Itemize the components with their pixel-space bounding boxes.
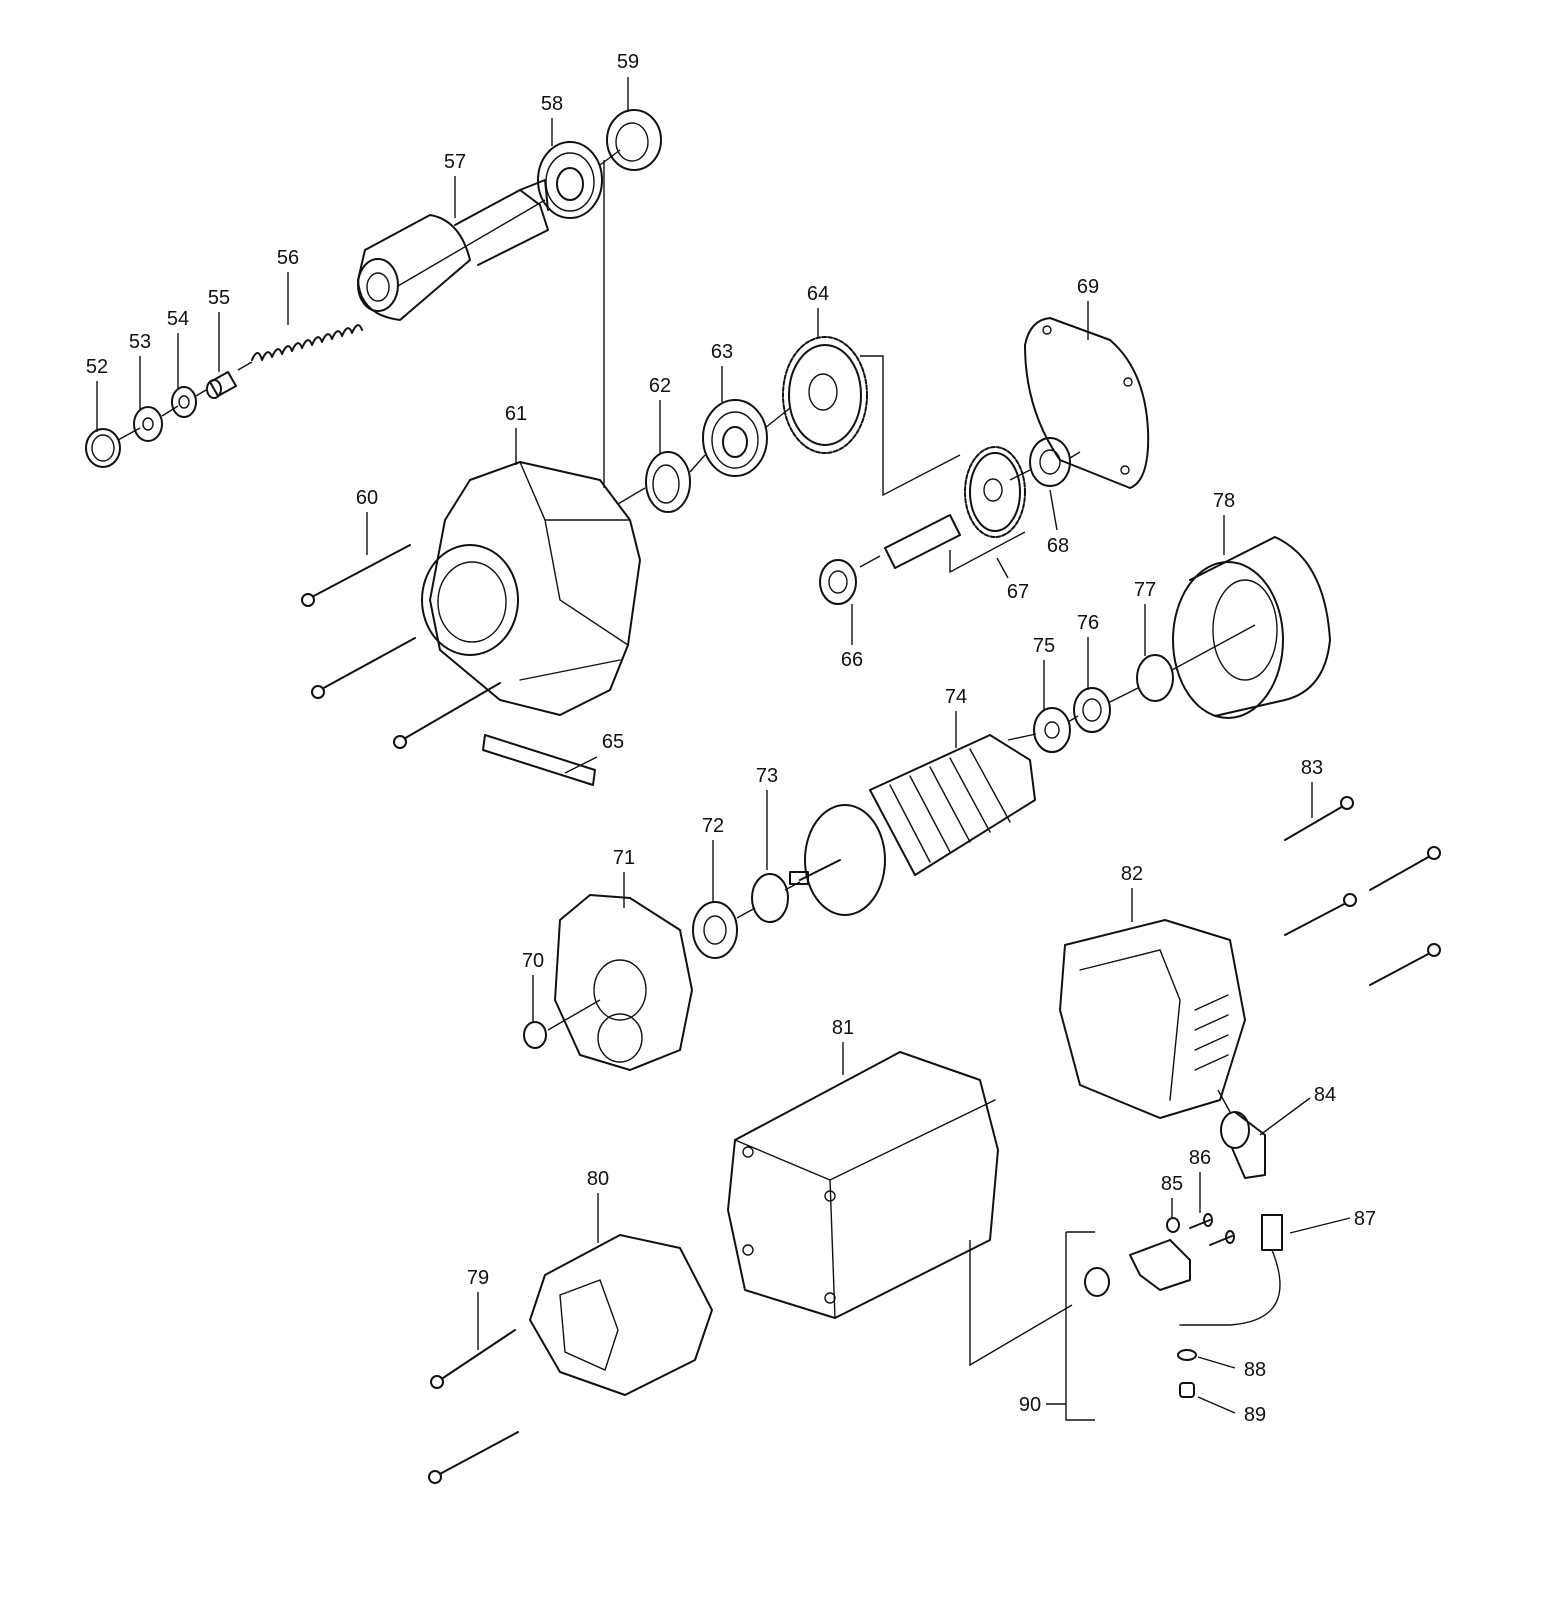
part-90-brush-holder <box>1084 1239 1191 1297</box>
label-69: 69 <box>1077 276 1099 298</box>
label-86: 86 <box>1189 1147 1211 1169</box>
part-87-connector <box>1179 1214 1283 1326</box>
label-88: 88 <box>1244 1359 1266 1381</box>
label-54: 54 <box>167 308 189 330</box>
label-61: 61 <box>505 403 527 425</box>
label-79: 79 <box>467 1267 489 1289</box>
part-53-washer <box>133 406 163 442</box>
label-67: 67 <box>1007 581 1029 603</box>
part-58-bearing <box>537 141 603 219</box>
label-81: 81 <box>832 1017 854 1039</box>
part-84-cable-gland <box>1220 1111 1266 1179</box>
part-80-field <box>529 1234 713 1396</box>
label-66: 66 <box>841 649 863 671</box>
label-78: 78 <box>1213 490 1235 512</box>
part-70-ring <box>523 1021 547 1049</box>
part-88-washer <box>1177 1349 1197 1361</box>
label-59: 59 <box>617 51 639 73</box>
label-70: 70 <box>522 950 544 972</box>
label-57: 57 <box>444 151 466 173</box>
label-68: 68 <box>1047 535 1069 557</box>
part-72-bearing <box>692 901 738 959</box>
label-71: 71 <box>613 847 635 869</box>
part-54-washer <box>171 386 197 418</box>
part-81-stator-housing <box>727 1051 999 1319</box>
part-86-screws <box>1189 1213 1235 1246</box>
part-61-gear-housing <box>421 461 641 716</box>
label-62: 62 <box>649 375 671 397</box>
label-75: 75 <box>1033 635 1055 657</box>
label-84: 84 <box>1314 1084 1336 1106</box>
label-52: 52 <box>86 356 108 378</box>
label-65: 65 <box>602 731 624 753</box>
label-80: 80 <box>587 1168 609 1190</box>
label-60: 60 <box>356 487 378 509</box>
part-69-gasket <box>1024 317 1150 489</box>
part-78-ring <box>1172 536 1331 719</box>
part-62-ring <box>645 451 691 513</box>
part-89-screw <box>1179 1382 1195 1398</box>
label-63: 63 <box>711 341 733 363</box>
part-85-washer <box>1166 1217 1180 1233</box>
label-58: 58 <box>541 93 563 115</box>
part-57-chuck-spindle <box>357 179 549 321</box>
part-68-bearing <box>1029 437 1071 487</box>
label-64: 64 <box>807 283 829 305</box>
part-52-retaining-ring <box>85 428 121 468</box>
part-75-washer <box>1033 707 1071 753</box>
part-55-pin <box>206 371 237 399</box>
label-73: 73 <box>756 765 778 787</box>
part-77-o-ring <box>1136 654 1174 702</box>
part-labels: 52 53 54 55 56 57 58 59 60 61 62 63 64 6… <box>86 51 1376 1426</box>
part-65-key <box>482 734 596 786</box>
part-79-screws <box>428 1329 519 1484</box>
leader-lines <box>117 149 1256 1421</box>
label-53: 53 <box>129 331 151 353</box>
part-73-retaining-ring <box>751 873 789 923</box>
part-56-spring <box>251 324 363 361</box>
part-64-gear <box>782 336 868 454</box>
label-82: 82 <box>1121 863 1143 885</box>
part-67-pinion-gear <box>884 446 1026 569</box>
label-77: 77 <box>1134 579 1156 601</box>
part-83-screws <box>1284 796 1441 986</box>
part-59-seal <box>606 109 662 171</box>
label-74: 74 <box>945 686 967 708</box>
part-63-bearing <box>702 399 768 477</box>
part-71-plate <box>554 894 693 1071</box>
part-76-bearing <box>1073 687 1111 733</box>
part-60-screws <box>301 544 501 749</box>
label-85: 85 <box>1161 1173 1183 1195</box>
label-72: 72 <box>702 815 724 837</box>
label-89: 89 <box>1244 1404 1266 1426</box>
part-74-armature <box>789 734 1036 916</box>
label-76: 76 <box>1077 612 1099 634</box>
label-90: 90 <box>1019 1394 1041 1416</box>
part-66-bearing <box>819 559 857 605</box>
part-82-housing-cap <box>1059 919 1246 1119</box>
callout-leaders <box>96 77 1351 1414</box>
label-87: 87 <box>1354 1208 1376 1230</box>
label-56: 56 <box>277 247 299 269</box>
label-83: 83 <box>1301 757 1323 779</box>
label-55: 55 <box>208 287 230 309</box>
